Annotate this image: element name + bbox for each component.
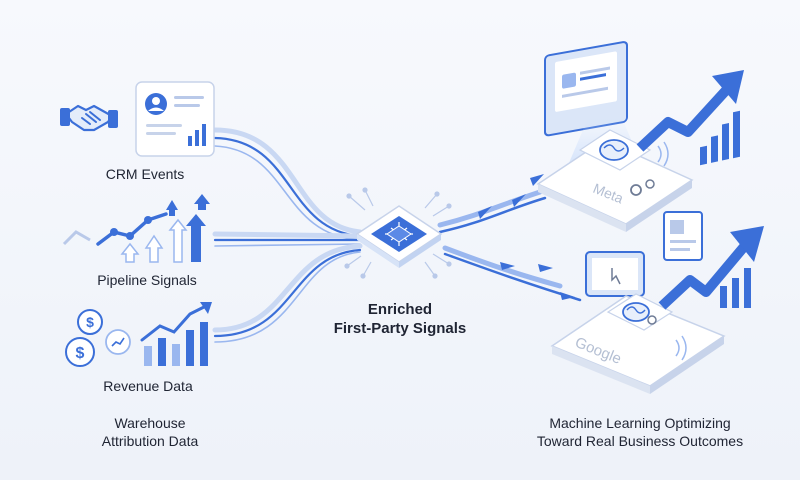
meta-platform: Meta [536, 41, 694, 232]
crm-profile-card [135, 81, 215, 157]
hub-title-line2: First-Party Signals [333, 320, 467, 337]
input-flow-lines [212, 127, 363, 343]
source-label-revenue: Revenue Data [103, 378, 193, 394]
hub-title-line1: Enriched [367, 301, 433, 318]
source-label-pipeline: Pipeline Signals [97, 272, 197, 288]
gear-icon [630, 184, 642, 196]
outcome-caption-line1: Machine Learning Optimizing [549, 415, 731, 431]
google-platform: Google [550, 211, 726, 394]
outcome-caption: Machine Learning Optimizing Toward Real … [520, 414, 760, 450]
warehouse-caption: Warehouse Attribution Data [70, 414, 230, 450]
outcome-caption-line2: Toward Real Business Outcomes [536, 433, 744, 449]
dollar-coins-icon: $ $ [65, 309, 131, 367]
google-growth-chart [658, 226, 764, 310]
warehouse-caption-line2: Attribution Data [101, 433, 199, 449]
output-flow-lines [437, 189, 582, 302]
gear-icon [645, 179, 655, 189]
handshake-icon [60, 104, 118, 132]
hub-title: Enriched First-Party Signals [310, 300, 490, 338]
svg-text:$: $ [86, 314, 94, 330]
source-label-crm: CRM Events [105, 166, 185, 182]
gear-icon [647, 315, 657, 325]
warehouse-caption-line1: Warehouse [114, 415, 186, 431]
brain-icon [599, 139, 629, 161]
growth-arrows-icon [62, 194, 210, 263]
meta-growth-chart [636, 70, 744, 166]
revenue-bar-chart-icon [140, 302, 212, 366]
brain-icon [622, 302, 650, 322]
flow-arrowheads [478, 174, 575, 300]
chip-icon [344, 187, 452, 279]
svg-text:$: $ [76, 345, 85, 362]
